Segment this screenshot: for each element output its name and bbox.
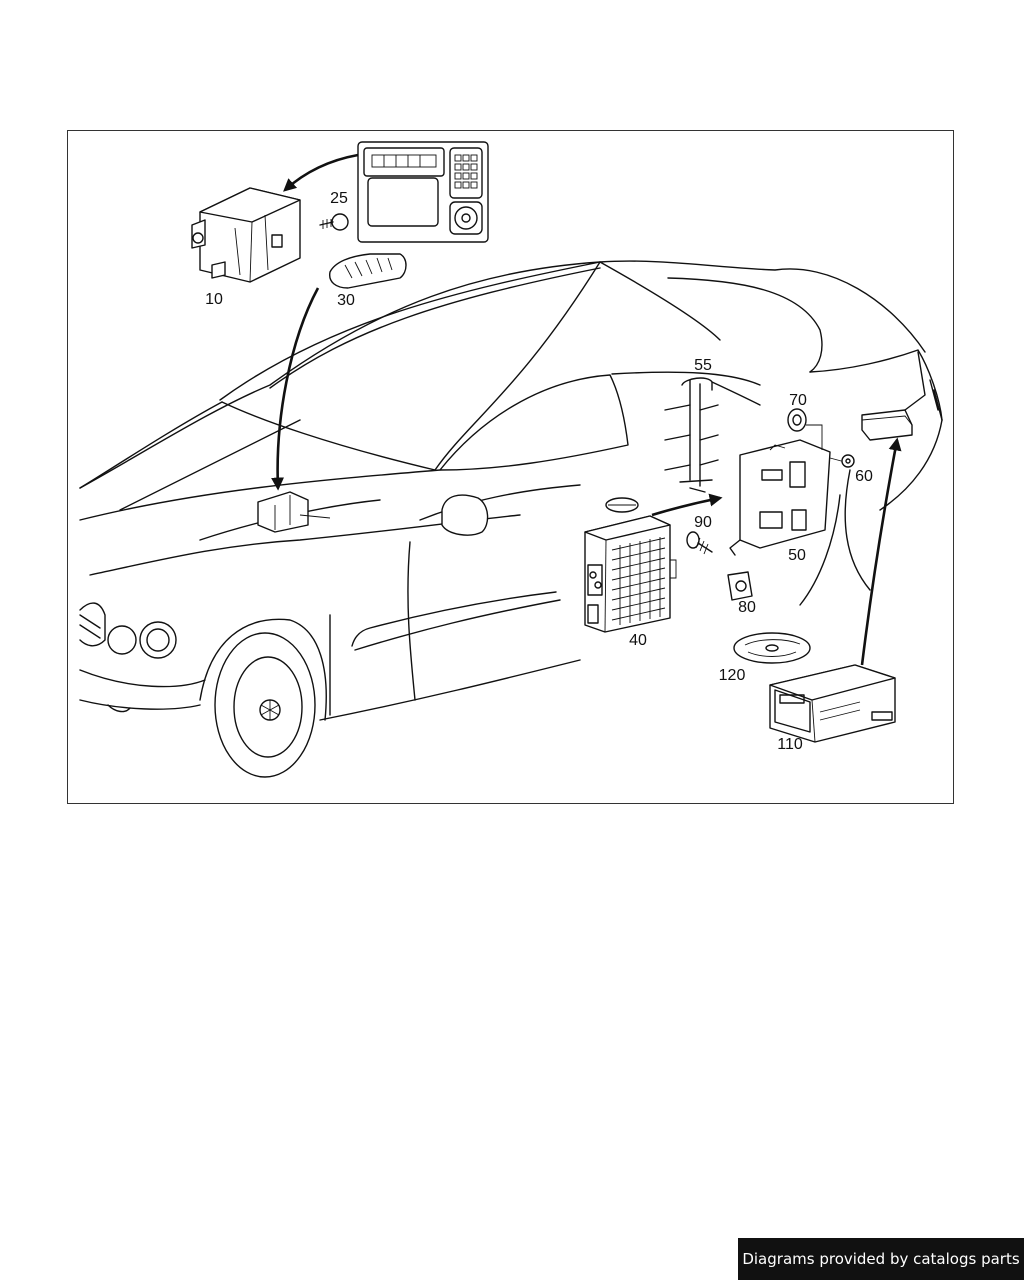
car-illustration bbox=[79, 260, 943, 778]
callout-55: 55 bbox=[694, 357, 712, 374]
callout-40: 40 bbox=[629, 632, 647, 649]
callout-80: 80 bbox=[738, 599, 756, 616]
callout-70: 70 bbox=[789, 392, 807, 409]
part-90-bolt bbox=[686, 531, 713, 555]
part-70-nut bbox=[787, 408, 823, 450]
part-120-disc bbox=[733, 632, 811, 664]
part-40-nav-unit bbox=[584, 515, 677, 633]
callout-90: 90 bbox=[694, 514, 712, 531]
part-80-clip bbox=[727, 571, 753, 601]
part-110-drive bbox=[769, 664, 896, 743]
part-30-remote bbox=[329, 253, 407, 289]
footer-text: Diagrams provided by catalogs parts bbox=[742, 1250, 1020, 1268]
callout-10: 10 bbox=[205, 291, 223, 308]
footer-banner: Diagrams provided by catalogs parts bbox=[738, 1238, 1024, 1280]
part-55-bracket bbox=[664, 377, 719, 493]
assembly-arrows bbox=[271, 153, 902, 666]
callout-labels: 10 25 30 55 70 60 90 50 80 40 120 110 bbox=[205, 190, 873, 753]
part-25-screw bbox=[319, 213, 349, 231]
part-display-panel bbox=[357, 141, 489, 243]
callout-120: 120 bbox=[719, 667, 746, 684]
callout-110: 110 bbox=[777, 736, 803, 753]
part-50-mounting-plate bbox=[729, 439, 846, 556]
part-10-control-unit bbox=[191, 187, 301, 283]
callout-60: 60 bbox=[855, 468, 873, 485]
callout-30: 30 bbox=[337, 292, 355, 309]
part-60-nut bbox=[841, 454, 855, 468]
callout-50: 50 bbox=[788, 547, 806, 564]
callout-25: 25 bbox=[330, 190, 348, 207]
